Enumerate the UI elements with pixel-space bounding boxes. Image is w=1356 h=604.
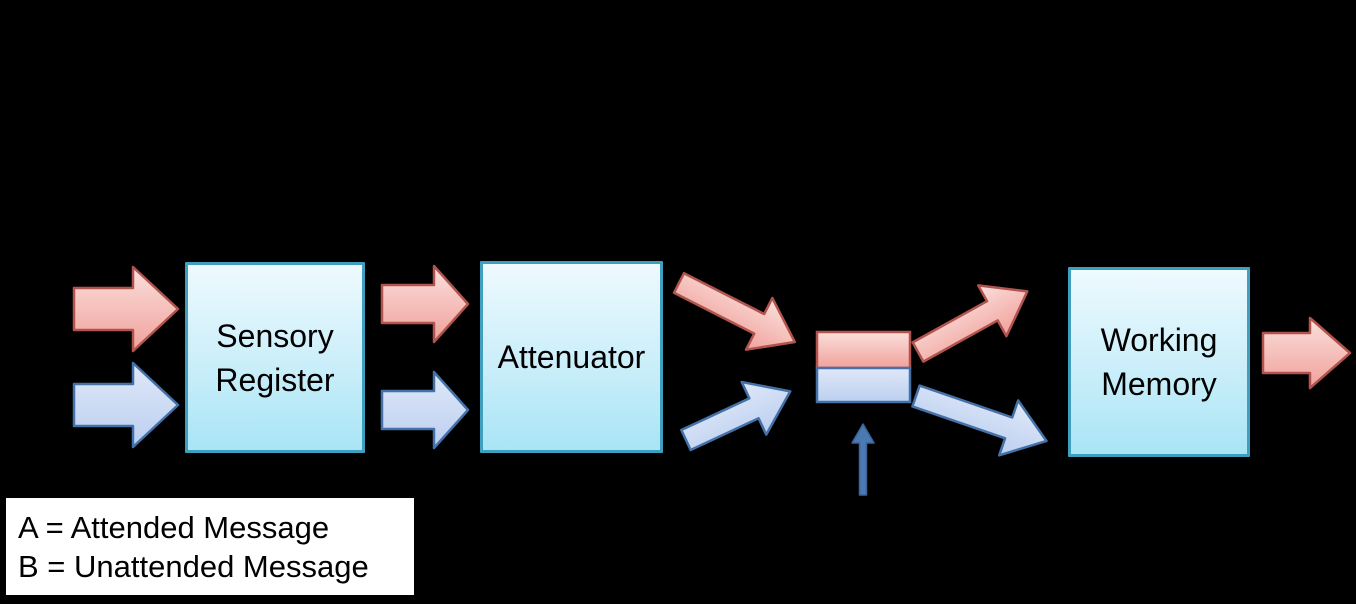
attenuator-box: Attenuator (480, 261, 663, 453)
attended-sensory-to-attenuator-arrow (380, 264, 470, 344)
attended-gate-to-working-memory-arrow (911, 284, 1029, 363)
legend-attended-line: A = Attended Message (18, 509, 330, 545)
gate-attended-segment (815, 330, 912, 370)
legend-box: A = Attended Message B = Unattended Mess… (3, 495, 417, 598)
working-memory-label-line1: Working (1100, 322, 1218, 358)
unattended-attenuator-to-gate-arrow (680, 380, 792, 452)
attended-attenuator-to-gate-arrow (672, 271, 797, 351)
unattended-gate-to-working-memory-arrow (911, 384, 1048, 457)
attenuator-label: Attenuator (497, 339, 646, 375)
unattended-sensory-to-attenuator-arrow (380, 370, 470, 450)
sensory-register-label-line2: Register (215, 361, 335, 398)
attention-pointer-arrow (851, 423, 875, 496)
attended-output-arrow (1261, 316, 1352, 390)
gate-unattended-segment (815, 366, 912, 404)
sensory-register-box: Sensory Register (185, 262, 365, 453)
attended-input-arrow (72, 265, 180, 353)
working-memory-label-line2: Memory (1101, 366, 1217, 402)
working-memory-box: Working Memory (1068, 267, 1250, 457)
sensory-register-label-line1: Sensory (216, 317, 334, 354)
unattended-input-arrow (72, 361, 180, 449)
legend-unattended-line: B = Unattended Message (18, 548, 369, 584)
